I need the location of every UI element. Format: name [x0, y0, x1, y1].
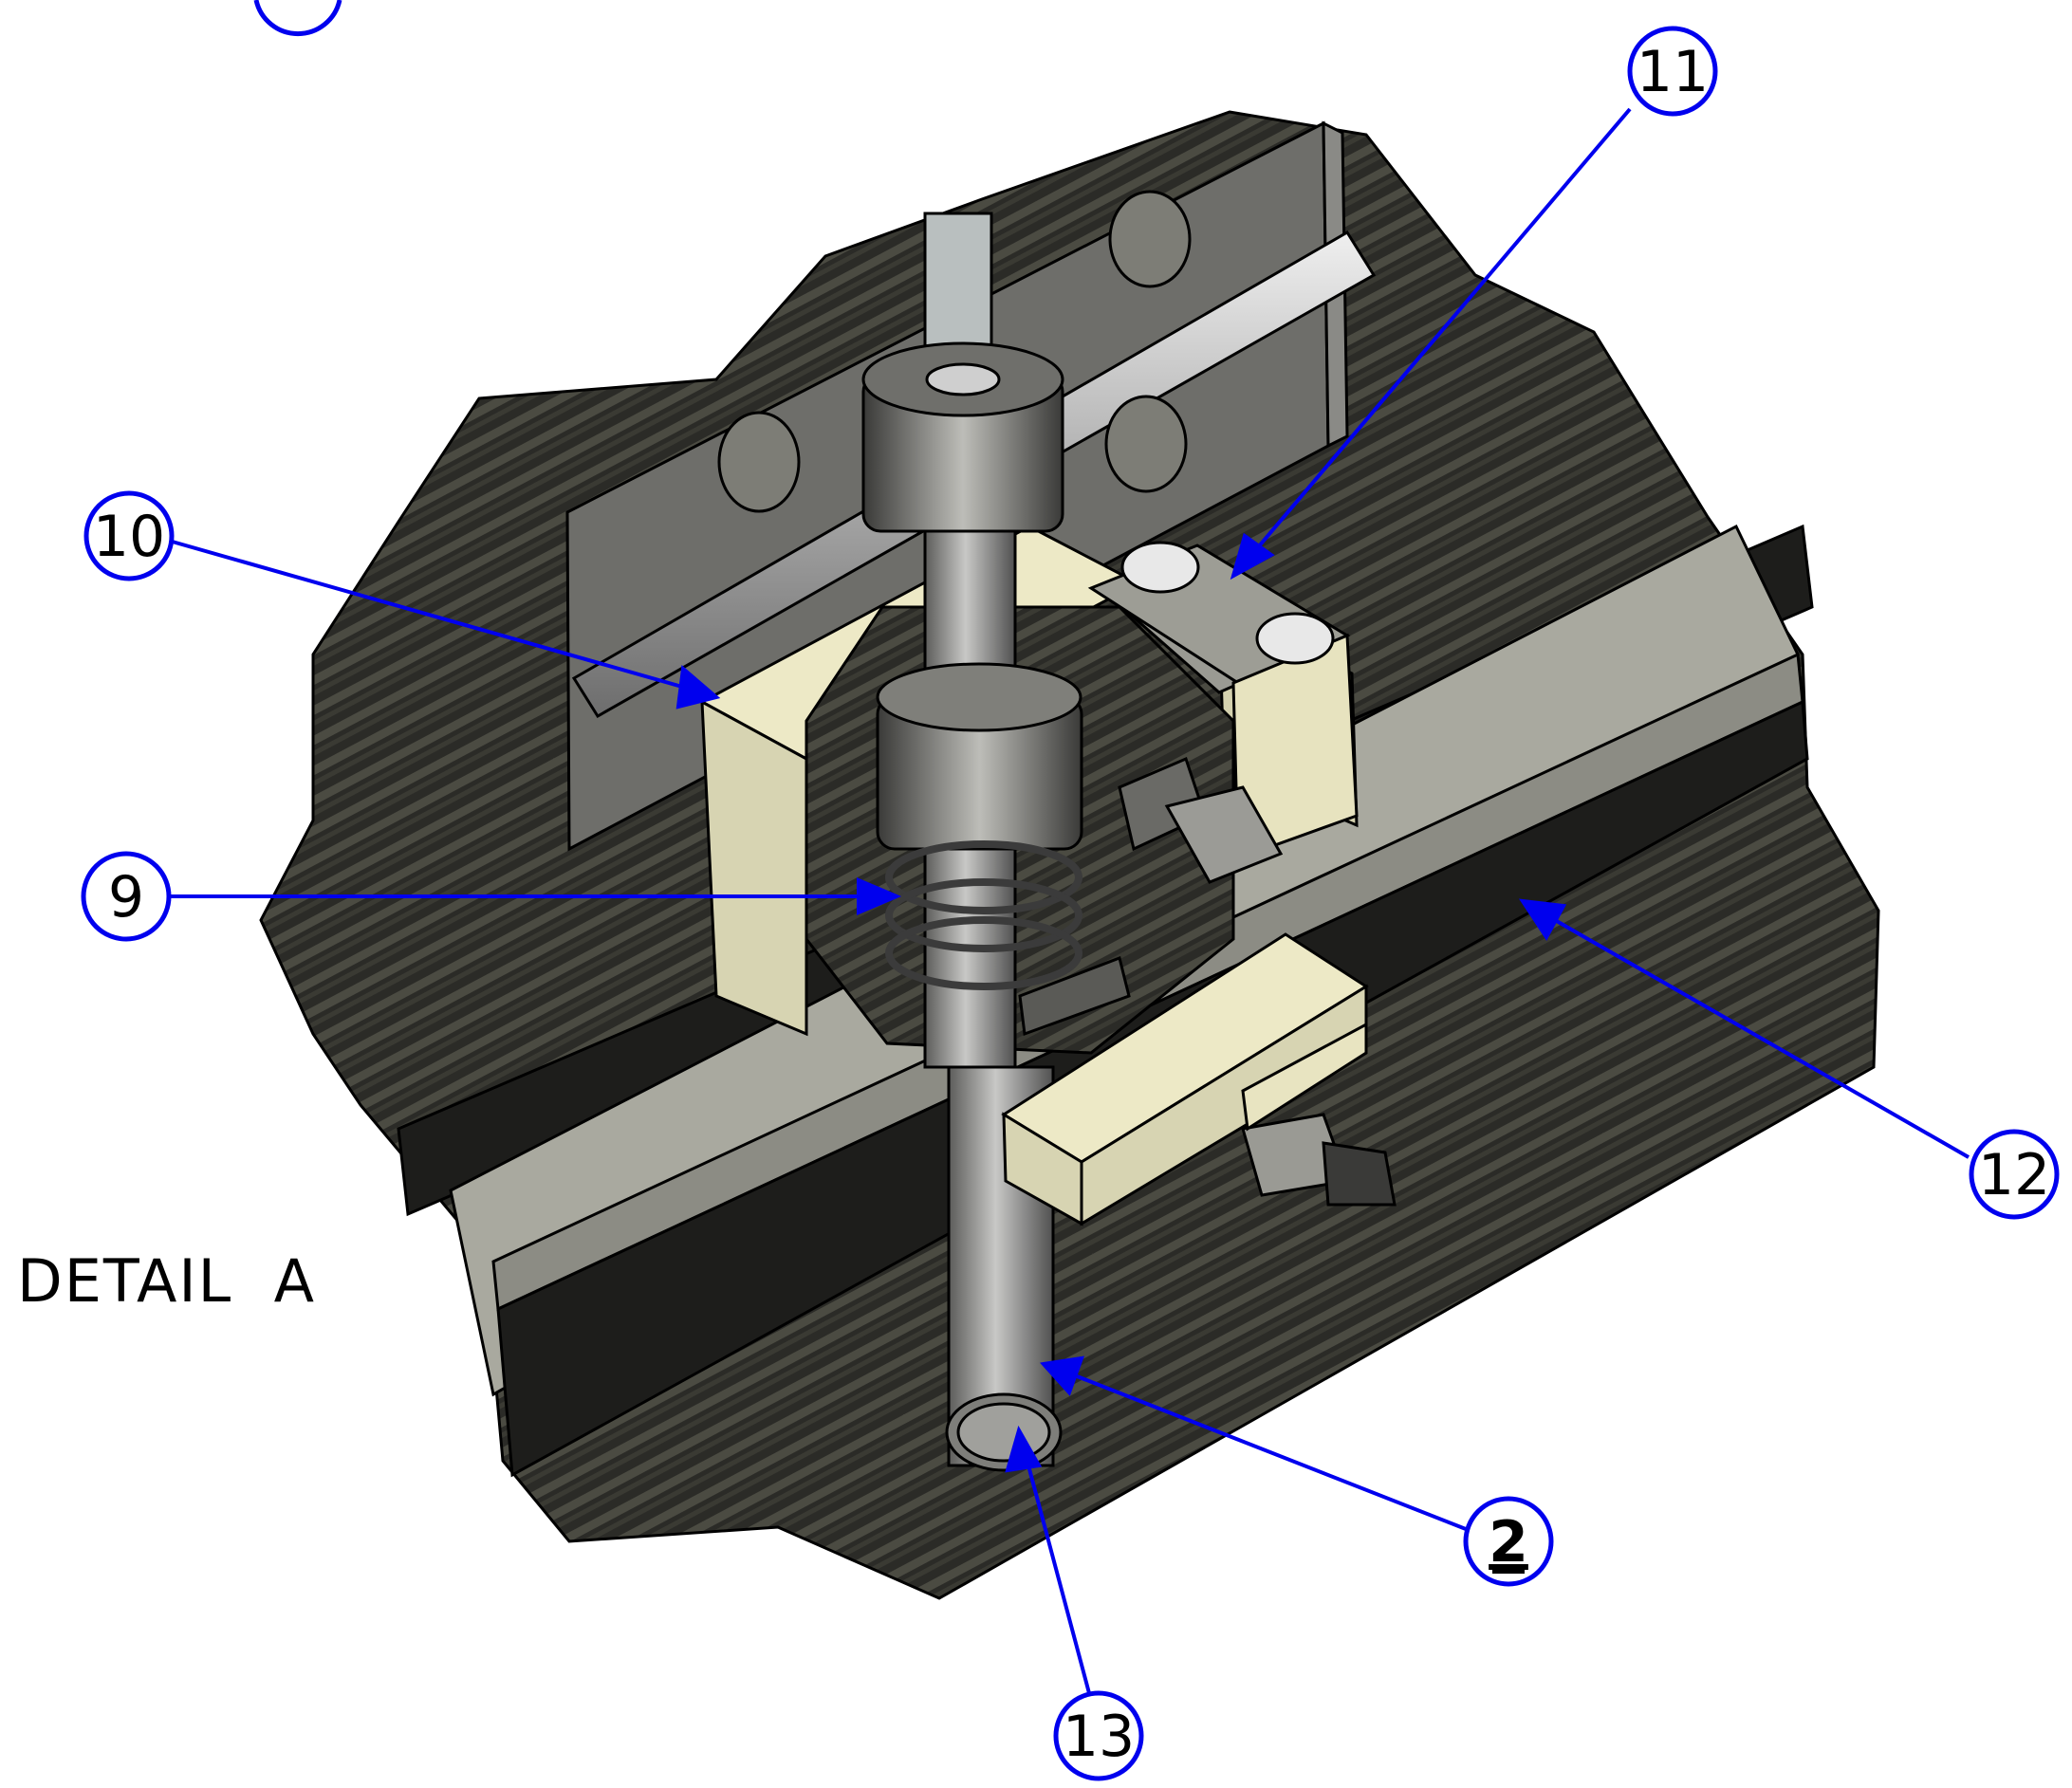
- balloon-13: 13: [1053, 1690, 1144, 1781]
- pin-13: [956, 1402, 1051, 1463]
- balloon-9: 9: [81, 851, 172, 942]
- svg-text:13: 13: [1063, 1704, 1135, 1770]
- balloon-10: 10: [83, 490, 175, 581]
- svg-text:9: 9: [108, 864, 144, 931]
- shaft-collars: [861, 341, 1083, 851]
- spring-9: [885, 840, 1082, 990]
- leader-lines: [166, 107, 1970, 1694]
- partial-balloon: [253, 0, 342, 37]
- svg-text:12: 12: [1978, 1142, 2050, 1208]
- lower-bracket: [1001, 932, 1369, 1226]
- hinge-screws: [717, 190, 1192, 513]
- bolt-assembly: [1018, 756, 1397, 1207]
- svg-text:11: 11: [1637, 39, 1709, 105]
- balloon-2: 2: [1463, 1496, 1554, 1587]
- clamp-11: [1087, 541, 1359, 861]
- svg-text:10: 10: [93, 504, 165, 570]
- svg-text:2: 2: [1489, 1509, 1528, 1576]
- balloon-11: 11: [1627, 26, 1718, 117]
- detail-caption: DETAIL A: [17, 1246, 316, 1316]
- balloon-12: 12: [1969, 1129, 2060, 1220]
